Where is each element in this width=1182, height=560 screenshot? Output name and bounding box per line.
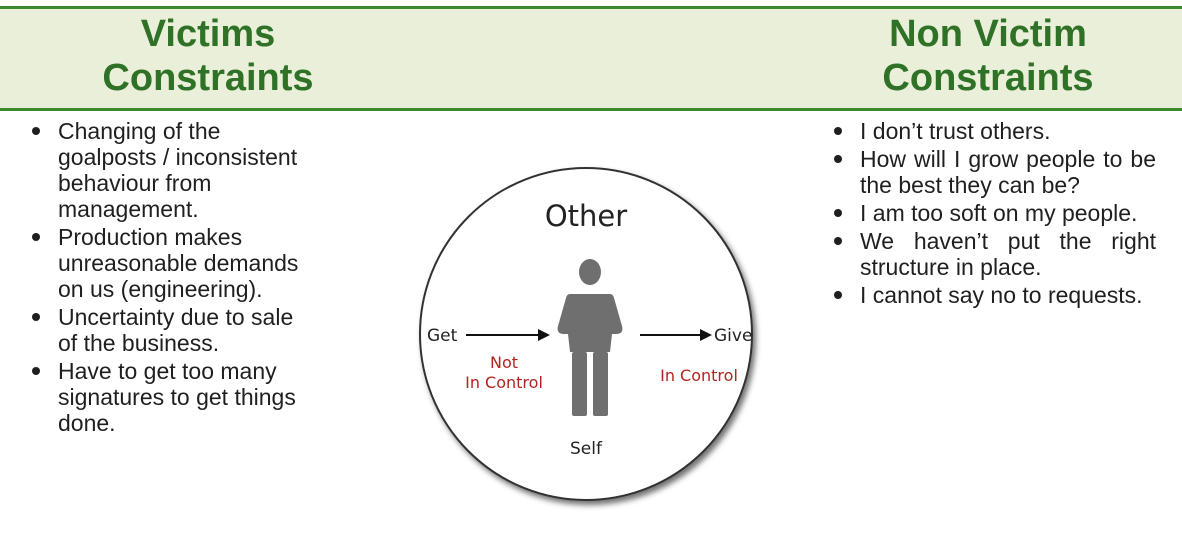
non-victim-constraints-list: I don’t trust others. How will I grow pe… — [824, 118, 1156, 310]
not-in-control-line2: In Control — [465, 373, 543, 392]
other-label: Other — [545, 199, 627, 233]
list-item: Changing of the goalposts / inconsistent… — [22, 118, 314, 222]
victims-constraints-title: Victims Constraints — [48, 12, 368, 100]
header-band — [0, 9, 1182, 108]
get-label: Get — [427, 326, 458, 346]
give-arrow-icon — [640, 329, 712, 341]
victims-constraints-list: Changing of the goalposts / inconsistent… — [22, 118, 314, 438]
list-item: I am too soft on my people. — [824, 200, 1156, 226]
non-victim-constraints-title: Non Victim Constraints — [828, 12, 1148, 100]
list-item: We haven’t put the right structure in pl… — [824, 228, 1156, 280]
person-silhouette-icon — [557, 259, 623, 416]
give-label: Give — [714, 326, 752, 346]
victims-title-line2: Constraints — [102, 57, 314, 99]
list-item: Production makes unreasonable demands on… — [22, 224, 314, 302]
victims-title-line1: Victims — [140, 13, 276, 55]
list-item: How will I grow people to be the best th… — [824, 146, 1156, 198]
non-victim-title-line2: Constraints — [882, 57, 1094, 99]
header-top-rule — [0, 6, 1182, 9]
control-circle-diagram: Other Get Give Not In Control In Control… — [410, 158, 766, 514]
not-in-control-line1: Not — [490, 353, 518, 372]
header-bottom-rule — [0, 108, 1182, 111]
get-arrow-icon — [466, 329, 550, 341]
list-item: I don’t trust others. — [824, 118, 1156, 144]
self-label: Self — [570, 439, 603, 459]
in-control-label: In Control — [660, 366, 738, 385]
list-item: Have to get too many signatures to get t… — [22, 358, 314, 436]
list-item: I cannot say no to requests. — [824, 282, 1156, 308]
list-item: Uncertainty due to sale of the business. — [22, 304, 314, 356]
non-victim-title-line1: Non Victim — [889, 13, 1087, 55]
